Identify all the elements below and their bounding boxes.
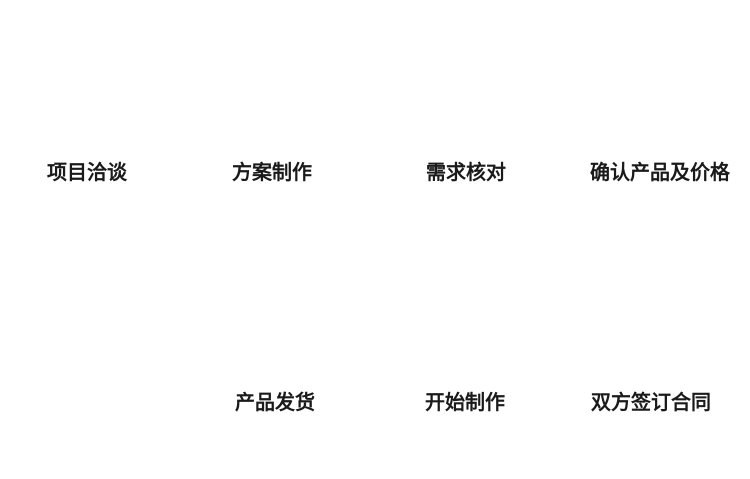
step-project-negotiation: 项目洽谈 [47,160,127,184]
step-start-production: 开始制作 [425,390,505,414]
step-product-shipping: 产品发货 [235,390,315,414]
step-sign-contract: 双方签订合同 [591,390,711,414]
step-requirements-check: 需求核对 [426,160,506,184]
step-proposal-creation: 方案制作 [232,160,312,184]
step-confirm-product-price: 确认产品及价格 [590,160,730,184]
